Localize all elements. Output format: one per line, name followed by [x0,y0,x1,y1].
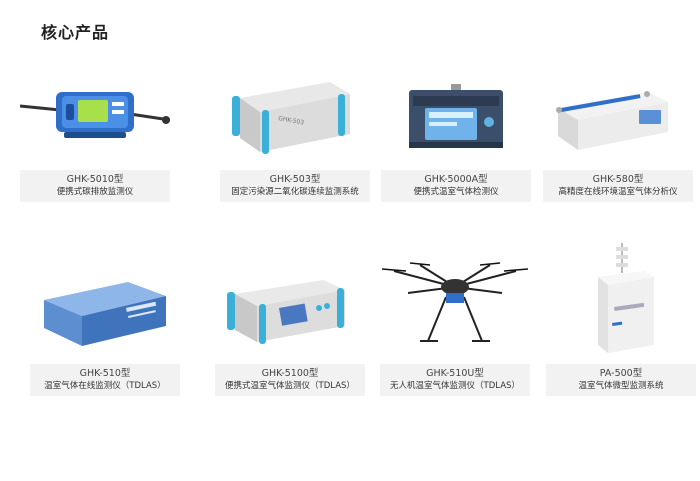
product-caption: GHK-510型 温室气体在线监测仪（TDLAS） [30,364,180,396]
product-name: 高精度在线环境温室气体分析仪 [558,187,678,197]
product-model: GHK-510U型 [426,368,484,379]
product-card-ghk-5100[interactable]: GHK-5100型 便携式温室气体监测仪（TDLAS） [215,232,365,412]
product-name: 温室气体微型监测系统 [578,381,664,391]
product-card-ghk-580[interactable]: GHK-580型 高精度在线环境温室气体分析仪 [543,38,693,218]
product-model: GHK-580型 [592,174,644,185]
product-caption: PA-500型 温室气体微型监测系统 [546,364,696,396]
product-card-ghk-5010[interactable]: GHK-5010型 便携式碳排放监测仪 [20,38,170,218]
svg-text:GHK-503: GHK-503 [278,115,305,126]
product-name: 温室气体在线监测仪（TDLAS） [44,381,166,391]
portable-analyzer-image [381,38,531,168]
product-name: 便携式温室气体检测仪 [413,187,499,197]
product-card-ghk-510[interactable]: GHK-510型 温室气体在线监测仪（TDLAS） [30,232,180,412]
product-caption: GHK-510U型 无人机温室气体监测仪（TDLAS） [380,364,530,396]
tdlas-monitor-image [30,232,180,362]
portable-tdlas-image [215,232,365,362]
product-model: GHK-510型 [79,368,131,379]
section-title: 核心产品 [41,23,110,42]
product-name: 无人机温室气体监测仪（TDLAS） [390,381,520,391]
product-caption: GHK-5100型 便携式温室气体监测仪（TDLAS） [215,364,365,396]
product-caption: GHK-5000A型 便携式温室气体检测仪 [381,170,531,202]
product-model: GHK-5000A型 [424,174,488,185]
product-caption: GHK-503型 固定污染源二氧化碳连续监测系统 [220,170,370,202]
online-analyzer-image [543,38,693,168]
product-model: GHK-5100型 [261,368,319,379]
drone-image [380,232,530,362]
product-name: 便携式碳排放监测仪 [56,187,134,197]
product-card-pa-500[interactable]: PA-500型 温室气体微型监测系统 [546,232,696,412]
rack-analyzer-image: GHK-503 [220,38,370,168]
product-name: 便携式温室气体监测仪（TDLAS） [225,381,355,391]
handheld-analyzer-image [20,38,170,168]
product-caption: GHK-580型 高精度在线环境温室气体分析仪 [543,170,693,202]
product-model: PA-500型 [599,368,643,379]
product-model: GHK-5010型 [66,174,124,185]
product-caption: GHK-5010型 便携式碳排放监测仪 [20,170,170,202]
product-name: 固定污染源二氧化碳连续监测系统 [231,187,359,197]
product-card-ghk-5000a[interactable]: GHK-5000A型 便携式温室气体检测仪 [381,38,531,218]
micro-station-image [546,232,696,362]
product-card-ghk-503[interactable]: GHK-503 GHK-503型 固定污染源二氧化碳连续监测系统 [220,38,370,218]
product-card-ghk-510u[interactable]: GHK-510U型 无人机温室气体监测仪（TDLAS） [380,232,530,412]
product-model: GHK-503型 [269,174,321,185]
